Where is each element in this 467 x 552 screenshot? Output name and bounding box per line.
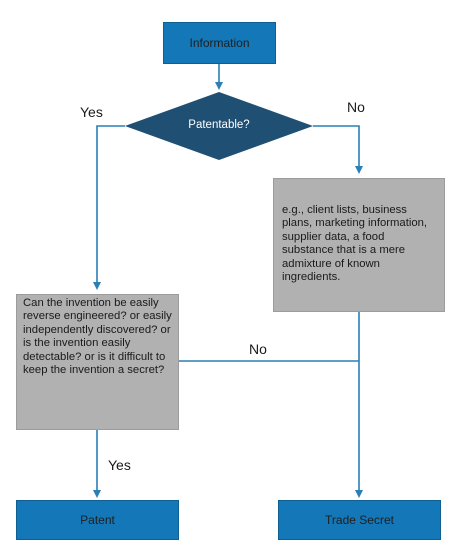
yes-label-top: Yes [80, 104, 103, 120]
trade-secret-box: Trade Secret [278, 500, 441, 540]
patentable-decision-diamond [125, 92, 313, 160]
yes-label-bottom: Yes [108, 457, 131, 473]
no-label-top: No [347, 99, 365, 115]
trade-secret-examples-box: e.g., client lists, business plans, mark… [273, 178, 445, 312]
patentable-label: Patentable? [188, 119, 250, 131]
patent-box: Patent [16, 500, 179, 540]
connector-no-to-examples [313, 125, 363, 174]
connector-yes-to-question [93, 125, 125, 290]
reverse-engineering-question-text: Can the invention be easily reverse engi… [23, 297, 172, 377]
information-box: Information [163, 22, 276, 64]
reverse-engineering-question-box: Can the invention be easily reverse engi… [16, 294, 179, 430]
information-label: Information [189, 36, 250, 50]
patent-label: Patent [80, 513, 115, 527]
no-label-middle: No [249, 341, 267, 357]
trade-secret-label: Trade Secret [325, 513, 394, 527]
trade-secret-examples-text: e.g., client lists, business plans, mark… [282, 204, 428, 284]
